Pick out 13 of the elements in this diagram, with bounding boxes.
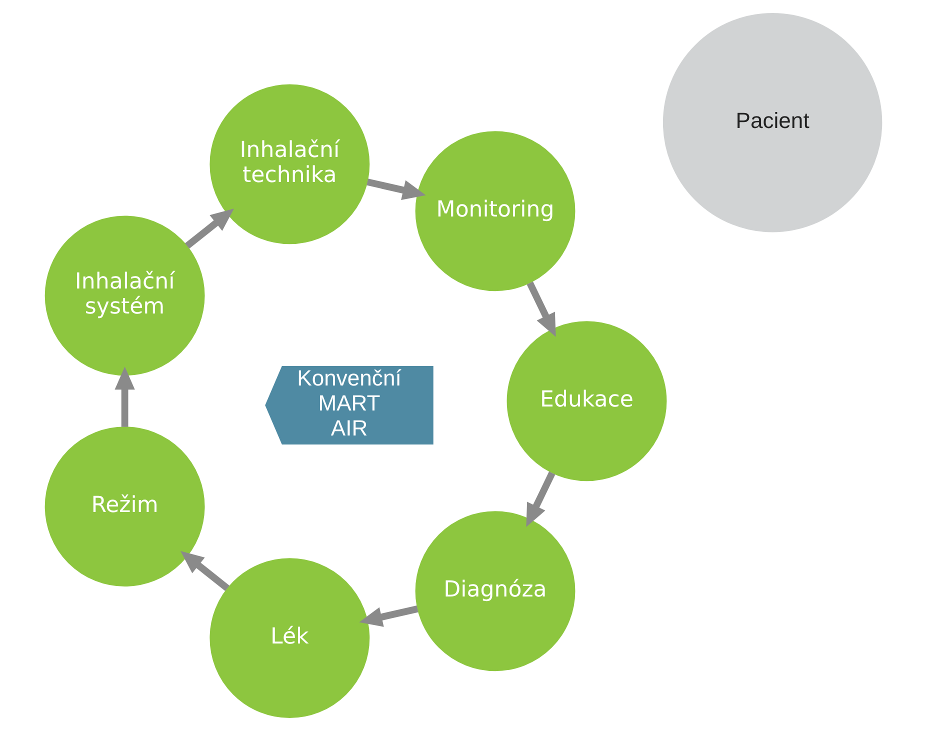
- node-circle: Lék: [210, 558, 370, 718]
- node-circle: Pacient: [662, 12, 882, 232]
- node-circle: Diagnóza: [415, 511, 576, 672]
- arrow: [359, 606, 418, 627]
- arrow: [114, 366, 135, 427]
- arrow: [526, 471, 556, 527]
- arrow: [185, 208, 234, 249]
- arrow: [366, 178, 426, 200]
- arrow: [180, 550, 230, 592]
- node-circle: Inhalační systém: [44, 216, 205, 376]
- node-circle: Monitoring: [415, 131, 576, 292]
- arrow: [526, 281, 556, 337]
- node-circle: Edukace: [506, 321, 667, 482]
